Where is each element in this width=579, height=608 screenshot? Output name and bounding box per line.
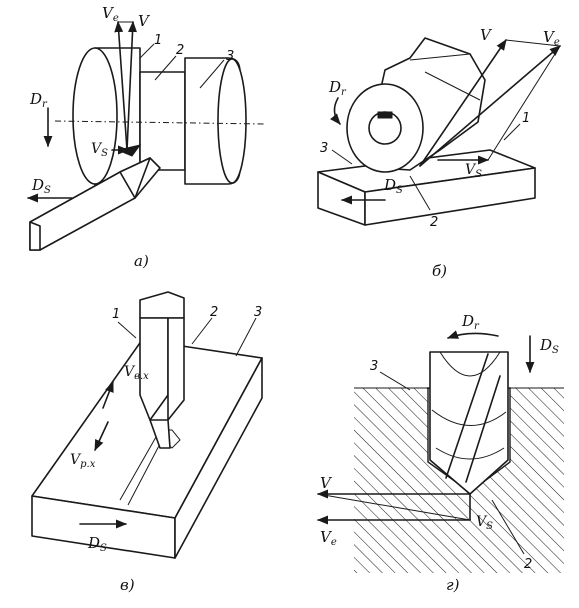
label-ve: Ve — [543, 28, 560, 48]
panel-b-milling: V Ve Dr VS DS 1 2 3 б) — [317, 26, 561, 280]
caption-v: в) — [120, 576, 135, 594]
label-vs: VS — [91, 141, 108, 159]
v-vector — [126, 20, 138, 151]
label-2: 2 — [524, 557, 532, 572]
twist-drill — [429, 351, 509, 495]
dr-arrow — [446, 330, 499, 339]
label-v: V — [480, 26, 493, 44]
label-ve: Ve — [320, 528, 337, 548]
label-dr: Dr — [29, 90, 48, 110]
label-ds: DS — [383, 176, 403, 196]
label-2: 2 — [210, 305, 218, 320]
label-dr: Dr — [461, 312, 480, 332]
label-3: 3 — [370, 359, 378, 374]
label-ds: DS — [31, 176, 51, 196]
ve-vector — [419, 45, 561, 167]
label-3: 3 — [226, 49, 234, 64]
v-vector — [419, 39, 507, 167]
panel-v-planing: Vв.х Vр.х DS 1 2 3 в) — [31, 291, 263, 594]
caption-b: б) — [432, 262, 447, 280]
label-1: 1 — [112, 307, 120, 322]
label-3: 3 — [320, 141, 328, 156]
panel-g-drilling: Dr DS V Ve VS 3 2 г) — [316, 312, 564, 594]
panel-a-turning: Ve V Dr VS DS 1 2 3 а) — [26, 4, 266, 270]
vrx-arrow — [94, 421, 109, 452]
label-dr: Dr — [328, 78, 347, 98]
label-v: V — [138, 12, 151, 30]
label-ds: DS — [87, 534, 107, 554]
workpiece-cylinder — [72, 47, 247, 186]
label-2: 2 — [430, 215, 438, 230]
caption-a: а) — [134, 252, 149, 270]
dr-arrow — [330, 97, 341, 125]
label-v: V — [320, 474, 333, 492]
label-3: 3 — [254, 305, 262, 320]
caption-g: г) — [446, 576, 460, 594]
label-vs: VS — [476, 514, 493, 532]
planing-tool — [139, 291, 185, 449]
label-1: 1 — [522, 111, 530, 126]
label-vs: VS — [465, 162, 482, 180]
label-ve: Ve — [102, 4, 119, 24]
label-vvx: Vв.х — [124, 364, 149, 382]
label-2: 2 — [176, 43, 184, 58]
vvx-arrow — [102, 380, 114, 409]
ve-vector — [114, 20, 128, 151]
label-1: 1 — [154, 33, 162, 48]
label-ds: DS — [539, 336, 559, 356]
milling-cutter — [346, 37, 486, 173]
label-vrx: Vр.х — [70, 452, 96, 470]
